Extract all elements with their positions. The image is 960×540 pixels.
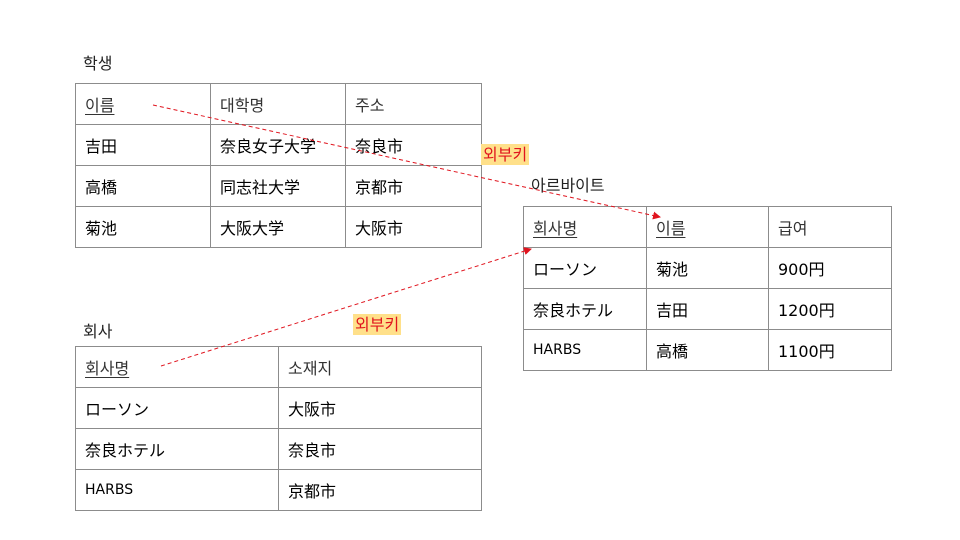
table-cell: 菊池 — [75, 206, 211, 248]
student-table-title: 학생 — [83, 54, 113, 73]
fk-label-name: 외부키 — [481, 144, 530, 165]
table-cell: 高橋 — [75, 165, 211, 207]
table-cell: 900円 — [768, 247, 892, 289]
parttime-table-title: 아르바이트 — [531, 176, 605, 195]
student-table: 이름 대학명 주소 吉田 奈良女子大学 奈良市 高橋 同志社大学 京都市 菊池 … — [75, 83, 482, 248]
table-cell: ローソン — [75, 387, 279, 429]
table-row: HARBS 高橋 1100円 — [523, 329, 892, 371]
table-cell: 1200円 — [768, 288, 892, 330]
table-row: 高橋 同志社大学 京都市 — [75, 165, 482, 207]
table-cell: 吉田 — [75, 124, 211, 166]
student-primary-key: 이름 — [85, 96, 115, 115]
table-cell: 京都市 — [278, 469, 482, 511]
table-cell: HARBS — [75, 469, 279, 511]
student-header-address: 주소 — [345, 83, 482, 125]
table-row: 菊池 大阪大学 大阪市 — [75, 206, 482, 248]
table-cell: 高橋 — [646, 329, 769, 371]
parttime-key-company: 회사명 — [533, 219, 578, 238]
company-header-row: 회사명 소재지 — [75, 346, 482, 388]
student-header-row: 이름 대학명 주소 — [75, 83, 482, 125]
student-header-name: 이름 — [75, 83, 211, 125]
table-cell: 奈良ホテル — [75, 428, 279, 470]
table-row: ローソン 菊池 900円 — [523, 247, 892, 289]
table-cell: 同志社大学 — [210, 165, 346, 207]
parttime-header-row: 회사명 이름 급여 — [523, 206, 892, 248]
table-row: 奈良ホテル 吉田 1200円 — [523, 288, 892, 330]
table-cell: HARBS — [523, 329, 647, 371]
parttime-header-name: 이름 — [646, 206, 769, 248]
parttime-header-salary: 급여 — [768, 206, 892, 248]
table-cell: ローソン — [523, 247, 647, 289]
table-cell: 京都市 — [345, 165, 482, 207]
table-row: 奈良ホテル 奈良市 — [75, 428, 482, 470]
table-cell: 奈良市 — [345, 124, 482, 166]
table-cell: 1100円 — [768, 329, 892, 371]
table-cell: 大阪市 — [345, 206, 482, 248]
table-row: ローソン 大阪市 — [75, 387, 482, 429]
table-cell: 奈良女子大学 — [210, 124, 346, 166]
company-table-title: 회사 — [83, 322, 113, 341]
parttime-table: 회사명 이름 급여 ローソン 菊池 900円 奈良ホテル 吉田 1200円 HA… — [523, 206, 892, 371]
company-primary-key: 회사명 — [85, 359, 130, 378]
fk-label-company: 외부키 — [353, 314, 402, 335]
table-cell: 奈良ホテル — [523, 288, 647, 330]
table-row: HARBS 京都市 — [75, 469, 482, 511]
parttime-key-name: 이름 — [656, 219, 686, 238]
table-row: 吉田 奈良女子大学 奈良市 — [75, 124, 482, 166]
table-cell: 大阪市 — [278, 387, 482, 429]
table-cell: 菊池 — [646, 247, 769, 289]
parttime-header-company: 회사명 — [523, 206, 647, 248]
company-header-location: 소재지 — [278, 346, 482, 388]
student-header-university: 대학명 — [210, 83, 346, 125]
table-cell: 大阪大学 — [210, 206, 346, 248]
company-header-name: 회사명 — [75, 346, 279, 388]
table-cell: 奈良市 — [278, 428, 482, 470]
table-cell: 吉田 — [646, 288, 769, 330]
company-table: 회사명 소재지 ローソン 大阪市 奈良ホテル 奈良市 HARBS 京都市 — [75, 346, 482, 511]
